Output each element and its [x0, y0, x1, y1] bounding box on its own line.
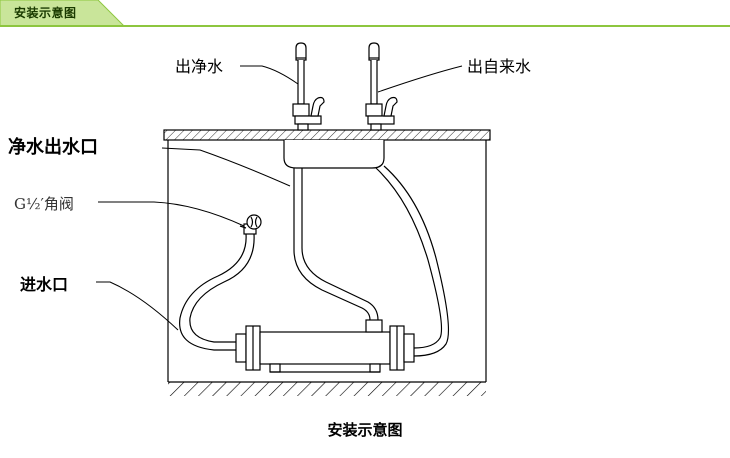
pure-water-faucet — [292, 42, 325, 131]
label-angle-valve: G½′角阀 — [14, 195, 74, 213]
inlet-hose — [179, 233, 255, 351]
tap-water-faucet — [365, 42, 398, 131]
diagram-caption: 安装示意图 — [327, 421, 403, 439]
countertop — [163, 129, 491, 141]
leader-inlet — [96, 281, 179, 331]
header-title: 安装示意图 — [14, 6, 77, 20]
label-water-inlet: 进水口 — [20, 275, 69, 294]
leader-angle-valve — [98, 201, 245, 227]
pure-water-tube — [293, 168, 379, 321]
filter-cartridge — [235, 319, 415, 373]
leader-pure-port — [161, 147, 291, 187]
label-pure-water-port: 净水出水口 — [8, 137, 98, 158]
floor — [168, 381, 486, 396]
tap-water-tube — [375, 165, 450, 357]
header-bar: 安装示意图 — [0, 0, 730, 27]
sink-basin — [283, 140, 385, 169]
angle-valve — [239, 214, 262, 235]
leader-outlet-tap — [377, 65, 463, 93]
label-outlet-pure: 出净水 — [175, 57, 224, 76]
label-outlet-tap: 出自来水 — [467, 57, 532, 76]
header-divider — [0, 25, 730, 27]
leader-outlet-pure — [240, 65, 299, 85]
cabinet — [167, 140, 487, 382]
leader-lines — [96, 65, 463, 331]
